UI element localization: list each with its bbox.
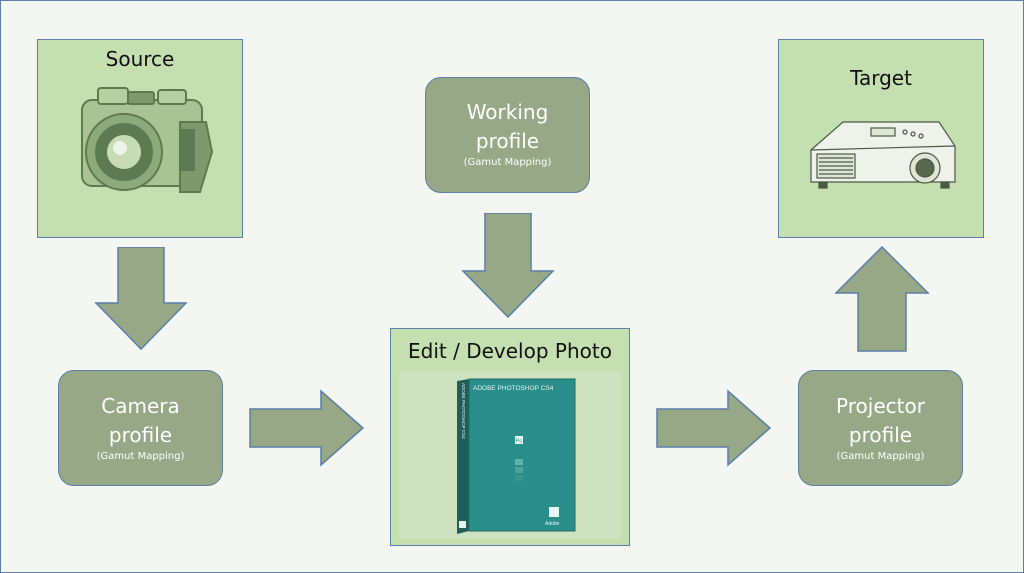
- photoshop-box-title: ADOBE PHOTOSHOP CS4: [473, 385, 554, 392]
- camera-profile-note: (Gamut Mapping): [96, 451, 185, 462]
- target-box: Target: [778, 39, 984, 238]
- projector-profile-line1: Projector: [836, 394, 925, 418]
- target-title: Target: [850, 66, 912, 90]
- working-profile-box: Working profile (Gamut Mapping): [425, 77, 590, 193]
- photoshop-spine-text: ADOBE PHOTOSHOP CS4: [461, 383, 466, 439]
- projector-profile-note: (Gamut Mapping): [836, 451, 925, 462]
- source-title: Source: [105, 47, 175, 71]
- working-profile-line2: profile: [475, 129, 540, 153]
- edit-develop-box: Edit / Develop Photo ADOBE PHOTOSHOP CS4…: [390, 328, 630, 546]
- working-profile-note: (Gamut Mapping): [463, 157, 552, 168]
- photoshop-box-icon: ADOBE PHOTOSHOP CS4 ADOBE PHOTOSHOP CS4 …: [399, 371, 621, 539]
- camera-profile-line2: profile: [108, 423, 173, 447]
- camera-icon: [81, 87, 214, 193]
- arrow-working-to-edit: [461, 213, 555, 319]
- camera-profile-line1: Camera: [101, 394, 180, 418]
- camera-profile-box: Camera profile (Gamut Mapping): [58, 370, 223, 486]
- working-profile-line1: Working: [466, 100, 549, 124]
- arrow-camera-to-edit: [249, 389, 365, 467]
- photoshop-ps-label: Ps: [516, 439, 523, 445]
- arrow-edit-to-projector: [656, 389, 772, 467]
- photoshop-brand-label: Adobe: [545, 521, 560, 527]
- projector-profile-line2: profile: [848, 423, 913, 447]
- source-box: Source: [37, 39, 243, 238]
- arrow-source-to-camera: [94, 247, 188, 351]
- projector-icon: [810, 121, 956, 189]
- projector-profile-box: Projector profile (Gamut Mapping): [798, 370, 963, 486]
- arrow-projector-to-target: [834, 245, 930, 352]
- edit-develop-title: Edit / Develop Photo: [408, 339, 612, 363]
